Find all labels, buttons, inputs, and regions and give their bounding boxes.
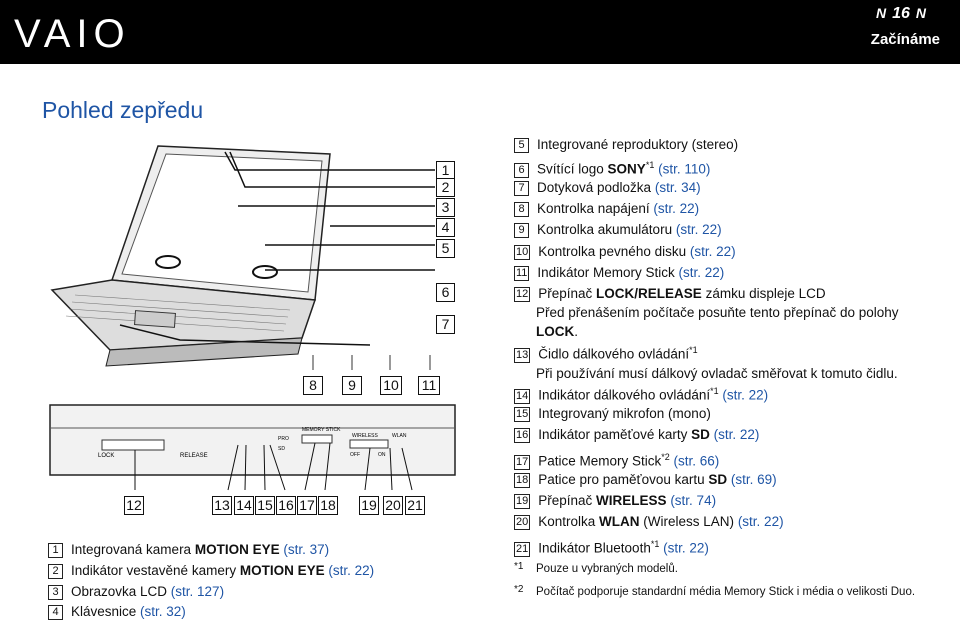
page-link[interactable]: (str. 32) <box>136 604 186 619</box>
prev-page-arrow[interactable]: N <box>875 5 887 21</box>
callout-17: 17 <box>297 496 317 515</box>
callout-8: 8 <box>303 376 323 395</box>
callout-9: 9 <box>342 376 362 395</box>
vaio-logo: VAIO <box>14 12 131 56</box>
callout-14: 14 <box>234 496 254 515</box>
callout-21: 21 <box>405 496 425 515</box>
callout-4: 4 <box>436 218 455 237</box>
page-number: 16 <box>892 5 910 22</box>
sd-label: SD <box>278 446 285 452</box>
header-bar: VAIO N 16 N Začínáme <box>0 0 960 64</box>
page-title: Pohled zepředu <box>42 97 204 123</box>
page-link[interactable]: (str. 74) <box>666 493 717 508</box>
page-link[interactable]: (str. 22) <box>659 540 709 556</box>
laptop-illustration: LOCK RELEASE MEMORY STICK PRO SD WIRELES… <box>49 145 456 491</box>
callout-5: 5 <box>436 239 455 258</box>
page-number-nav: N 16 N <box>870 5 932 23</box>
callout-19: 19 <box>359 496 379 515</box>
callout-16: 16 <box>276 496 296 515</box>
off-label: OFF <box>350 452 360 458</box>
callout-7: 7 <box>436 315 455 334</box>
page-link[interactable]: (str. 37) <box>279 542 330 557</box>
page-link[interactable]: (str. 34) <box>651 180 701 195</box>
on-label: ON <box>378 452 386 458</box>
callout-6: 6 <box>436 283 455 302</box>
wireless-label: WIRELESS <box>352 433 379 439</box>
callout-10: 10 <box>380 376 402 395</box>
page-link[interactable]: (str. 69) <box>727 472 777 487</box>
release-label: RELEASE <box>180 453 208 459</box>
callout-11: 11 <box>418 376 440 395</box>
memory-stick-label: MEMORY STICK <box>302 427 341 433</box>
page-link[interactable]: (str. 22) <box>324 563 375 578</box>
section-title: Začínáme <box>870 31 940 48</box>
callout-2: 2 <box>436 178 455 197</box>
page-link[interactable]: (str. 66) <box>669 453 720 469</box>
wlan-label: WLAN <box>392 433 407 439</box>
lock-label: LOCK <box>98 453 114 459</box>
callout-15: 15 <box>255 496 275 515</box>
callout-3: 3 <box>436 198 455 217</box>
page-link[interactable]: (str. 22) <box>674 265 725 280</box>
page-link[interactable]: (str. 22) <box>649 201 700 216</box>
callout-12: 12 <box>124 496 144 515</box>
page-link[interactable]: (str. 110) <box>654 161 711 177</box>
callout-13: 13 <box>212 496 232 515</box>
page-link[interactable]: (str. 22) <box>734 514 784 529</box>
page-link[interactable]: (str. 22) <box>709 427 760 442</box>
callout-20: 20 <box>383 496 403 515</box>
page-link[interactable]: (str. 22) <box>718 387 769 403</box>
page-link[interactable]: (str. 22) <box>672 222 722 237</box>
page-link[interactable]: (str. 127) <box>167 584 225 599</box>
next-page-arrow[interactable]: N <box>915 5 926 21</box>
page-link[interactable]: (str. 22) <box>686 244 736 259</box>
callout-18: 18 <box>318 496 338 515</box>
pro-label: PRO <box>278 436 289 442</box>
